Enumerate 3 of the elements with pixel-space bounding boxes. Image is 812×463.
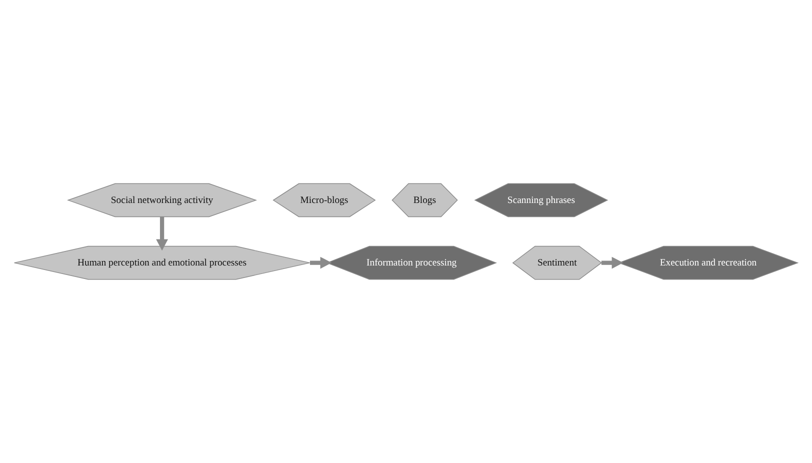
arrow xyxy=(601,256,624,269)
arrow xyxy=(310,256,332,269)
arrow xyxy=(156,216,168,251)
